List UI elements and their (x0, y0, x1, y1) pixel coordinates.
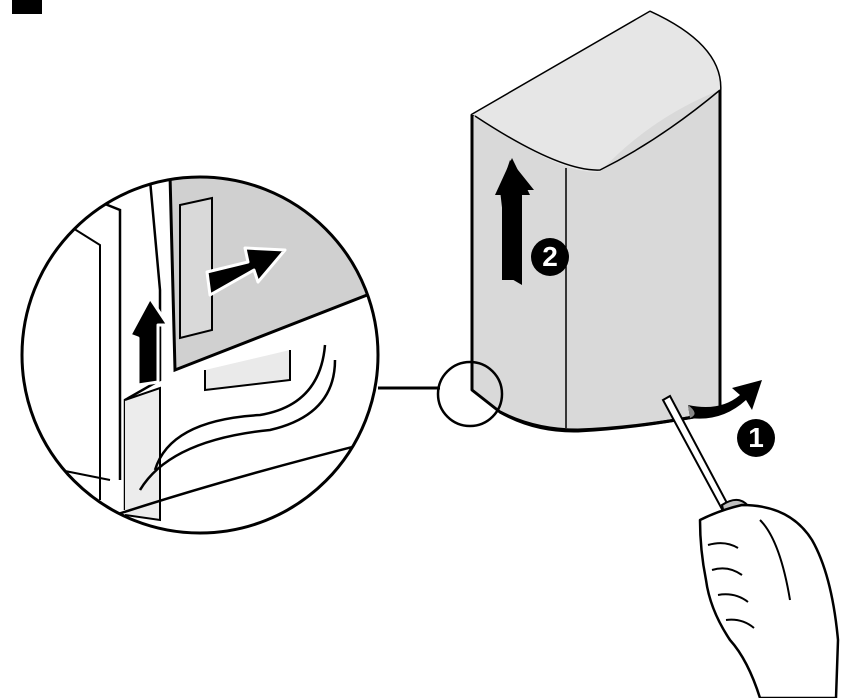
step-badge-1: 1 (737, 419, 775, 457)
detail-view (20, 175, 380, 535)
corner-marker (12, 0, 42, 14)
cover-panel (470, 10, 722, 433)
right-arrow-icon (205, 246, 287, 297)
up-arrow-icon (495, 158, 534, 285)
magnifier-circle-icon (436, 360, 504, 428)
step-badge-2: 2 (531, 238, 569, 276)
up-arrow-icon (128, 296, 170, 387)
hand-icon (698, 503, 840, 698)
curved-arrow-icon (688, 380, 762, 419)
